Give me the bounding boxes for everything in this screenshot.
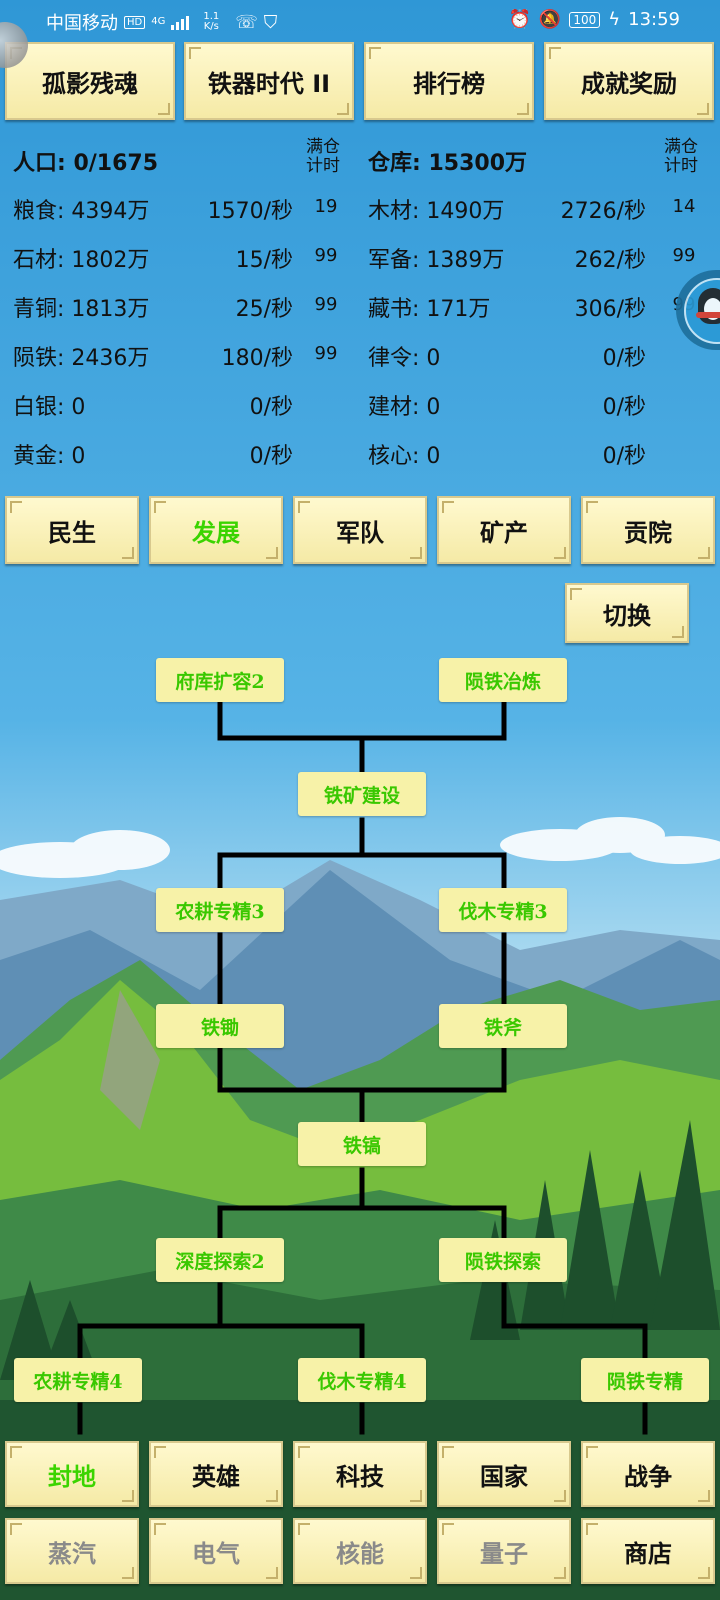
era-button[interactable]: 铁器时代 II <box>184 42 354 120</box>
resource-right-0-rate: 2726/秒 <box>560 199 646 224</box>
resource-right-2-rate: 306/秒 <box>574 297 646 322</box>
resource-right-5-amount: 核心: 0 <box>368 444 441 469</box>
full-time-header-left: 满仓 计时 <box>306 137 340 176</box>
tab-academy[interactable]: 贡院 <box>581 496 715 564</box>
mute-icon: 🔕 <box>538 9 562 30</box>
nav-shop[interactable]: 商店 <box>581 1518 715 1584</box>
tech-node-farming-spec-4[interactable]: 农耕专精4 <box>14 1358 142 1402</box>
resource-right-0-full-time: 14 <box>672 196 696 217</box>
resource-left-3-full-time: 99 <box>314 343 338 364</box>
status-bar: 中国移动 HD 4G 1.1 K/s ☏ ⛉ ⏰ 🔕 100 ϟ 13:59 <box>0 0 720 40</box>
hd-badge: HD <box>124 15 146 29</box>
resource-left-0-full-time: 19 <box>314 196 338 217</box>
resource-left-5-rate: 0/秒 <box>249 444 293 469</box>
resource-left-2-amount: 青铜: 1813万 <box>13 297 150 322</box>
resource-right-3-amount: 律令: 0 <box>368 346 441 371</box>
tech-node-meteor-spec[interactable]: 陨铁专精 <box>581 1358 709 1402</box>
resource-right-2-amount: 藏书: 171万 <box>368 297 491 322</box>
resource-left-4-amount: 白银: 0 <box>13 395 86 420</box>
nav-fief[interactable]: 封地 <box>5 1441 139 1507</box>
hero-name-button[interactable]: 孤影残魂 <box>5 42 175 120</box>
tab-livelihood[interactable]: 民生 <box>5 496 139 564</box>
qq-penguin-float-icon[interactable] <box>676 270 720 350</box>
signal-icon <box>171 14 190 30</box>
nav-electric[interactable]: 电气 <box>149 1518 283 1584</box>
resource-left-2-rate: 25/秒 <box>235 297 293 322</box>
clock-time: 13:59 <box>628 9 680 30</box>
network-type: 4G <box>151 16 166 27</box>
tech-node-logging-spec-3[interactable]: 伐木专精3 <box>439 888 567 932</box>
tech-node-iron-pickaxe[interactable]: 铁镐 <box>298 1122 426 1166</box>
tab-army[interactable]: 军队 <box>293 496 427 564</box>
tech-node-iron-hoe[interactable]: 铁锄 <box>156 1004 284 1048</box>
network-speed-unit: K/s <box>203 21 219 32</box>
resource-left-5-amount: 黄金: 0 <box>13 444 86 469</box>
resource-right-1-full-time: 99 <box>672 245 696 266</box>
carrier-name: 中国移动 <box>46 13 118 34</box>
nav-hero[interactable]: 英雄 <box>149 1441 283 1507</box>
resource-right-1-amount: 军备: 1389万 <box>368 248 505 273</box>
tech-node-meteor-smelting[interactable]: 陨铁冶炼 <box>439 658 567 702</box>
nav-nuclear[interactable]: 核能 <box>293 1518 427 1584</box>
tech-node-iron-mine-build[interactable]: 铁矿建设 <box>298 772 426 816</box>
resource-left-1-amount: 石材: 1802万 <box>13 248 150 273</box>
tech-node-storage-expand-2[interactable]: 府库扩容2 <box>156 658 284 702</box>
switch-button[interactable]: 切换 <box>565 583 689 643</box>
resource-right-0-amount: 木材: 1490万 <box>368 199 505 224</box>
tech-node-meteor-explore[interactable]: 陨铁探索 <box>439 1238 567 1282</box>
nav-steam[interactable]: 蒸汽 <box>5 1518 139 1584</box>
resource-left-3-amount: 陨铁: 2436万 <box>13 346 150 371</box>
resource-right-1-rate: 262/秒 <box>574 248 646 273</box>
nav-nation[interactable]: 国家 <box>437 1441 571 1507</box>
network-speed: 1.1 K/s <box>203 12 219 32</box>
shield-icon: ⛉ <box>263 11 278 33</box>
achievement-reward-button[interactable]: 成就奖励 <box>544 42 714 120</box>
tech-node-iron-axe[interactable]: 铁斧 <box>439 1004 567 1048</box>
tech-node-deep-explore-2[interactable]: 深度探索2 <box>156 1238 284 1282</box>
resource-right-4-amount: 建材: 0 <box>368 395 441 420</box>
resource-left-1-rate: 15/秒 <box>235 248 293 273</box>
tech-node-logging-spec-4[interactable]: 伐木专精4 <box>298 1358 426 1402</box>
nav-technology[interactable]: 科技 <box>293 1441 427 1507</box>
leaderboard-button[interactable]: 排行榜 <box>364 42 534 120</box>
resource-left-3-rate: 180/秒 <box>221 346 293 371</box>
resource-left-0-amount: 粮食: 4394万 <box>13 199 150 224</box>
network-speed-value: 1.1 <box>203 11 220 22</box>
warehouse-label: 仓库: 15300万 <box>368 151 527 176</box>
resource-right-3-rate: 0/秒 <box>602 346 646 371</box>
tab-mining[interactable]: 矿产 <box>437 496 571 564</box>
battery-icon: 100 <box>569 11 601 28</box>
alarm-icon: ⏰ <box>508 9 531 30</box>
resource-right-5-rate: 0/秒 <box>602 444 646 469</box>
resource-left-1-full-time: 99 <box>314 245 338 266</box>
resource-left-2-full-time: 99 <box>314 294 338 315</box>
population-label: 人口: 0/1675 <box>13 151 159 176</box>
charging-icon: ϟ <box>608 9 621 30</box>
resource-right-4-rate: 0/秒 <box>602 395 646 420</box>
missed-call-icon: ☏ <box>235 11 258 33</box>
tab-development[interactable]: 发展 <box>149 496 283 564</box>
nav-war[interactable]: 战争 <box>581 1441 715 1507</box>
full-time-header-right: 满仓 计时 <box>664 137 698 176</box>
nav-quantum[interactable]: 量子 <box>437 1518 571 1584</box>
resource-left-4-rate: 0/秒 <box>249 395 293 420</box>
tech-node-farming-spec-3[interactable]: 农耕专精3 <box>156 888 284 932</box>
resource-left-0-rate: 1570/秒 <box>207 199 293 224</box>
